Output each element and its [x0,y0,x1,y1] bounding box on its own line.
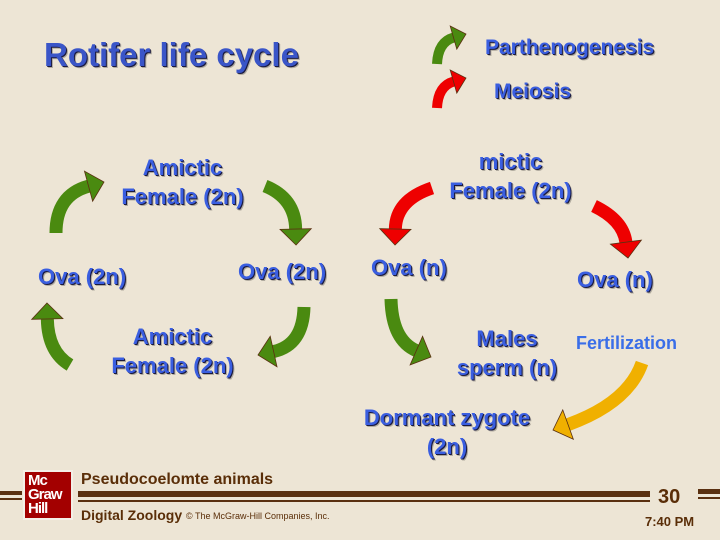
logo-text: Hill [28,500,48,517]
label-line: Female (2n) [111,352,234,378]
logo-text: Graw [28,486,63,503]
label-line: Amictic [142,155,223,180]
arrow-ova-to-female-bottom [257,306,311,368]
slide-title: Rotifer life cycle [44,36,299,73]
section-title: Pseudocoelomte animals [81,471,274,488]
arrow-female-to-ova-left [30,302,74,371]
footer-rule [698,497,720,499]
label-line: Female (2n) [449,177,572,203]
parthenogenesis-legend-arrow-icon [432,25,467,65]
label-line: mictic [478,149,543,174]
males-sperm: Males sperm (n) [448,325,566,382]
arrow-mictic-to-ova-left [378,181,435,246]
arrow-ova-to-amictic-female [49,170,105,234]
slide-number: 30 [658,486,681,508]
copyright: © The McGraw-Hill Companies, Inc. [186,511,330,521]
label-line: sperm (n) [456,354,558,380]
arrow-ova-to-males [384,298,432,366]
time: 7:40 PM [645,514,695,529]
label-line: Males [476,326,538,351]
footer-rule [78,500,650,502]
label-line: Dormant zygote [363,405,531,430]
label-line: Female (2n) [121,183,244,209]
legend-parthenogenesis: Parthenogenesis [485,36,655,59]
ova-n-left: Ova (n) [371,255,447,280]
arrow-female-to-ova-top [262,179,313,246]
label-line: (2n) [426,433,468,459]
label-line: Amictic [132,324,213,349]
footer-rule [0,498,22,500]
ova-2n-left: Ova (2n) [38,264,127,289]
dormant-zygote: Dormant zygote (2n) [352,404,542,461]
fertilization-label: Fertilization [576,333,678,353]
footer-rule [0,491,22,495]
ova-2n-right: Ova (2n) [238,259,327,284]
arrow-mictic-to-ova-right [591,200,643,259]
ova-n-right: Ova (n) [577,267,653,292]
arrow-fertilization-to-zygote [552,360,649,441]
logo-text: Mc [28,472,48,489]
footer-rule [78,491,650,497]
meiosis-legend-arrow-icon [432,69,467,109]
book-title: Digital Zoology [81,507,183,523]
legend-meiosis: Meiosis [494,80,572,103]
footer-rule [698,489,720,494]
